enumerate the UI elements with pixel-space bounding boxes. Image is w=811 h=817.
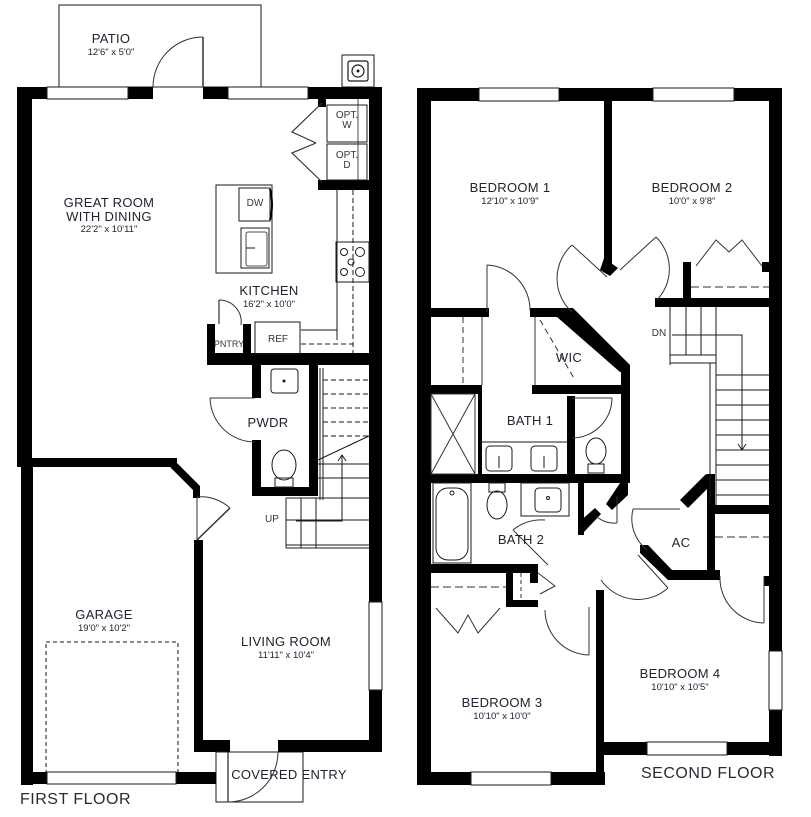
second-floor-plan (417, 87, 783, 786)
room-label-bedroom-1: BEDROOM 1 12'10" x 10'9" (470, 179, 551, 207)
stairs-down-label: DN (651, 328, 667, 339)
room-label-garage: GARAGE 19'0" x 10'2" (75, 606, 132, 634)
dishwasher-label: DW (246, 198, 264, 209)
dryer-label: OPT. D (335, 150, 359, 171)
room-name: GARAGE (75, 607, 133, 622)
room-dimensions: 10'10" x 10'0" (473, 710, 531, 722)
room-label-bedroom-3: BEDROOM 3 10'10" x 10'0" (462, 694, 543, 722)
pantry-label: PNTRY (213, 339, 245, 349)
stairs-up-label: UP (265, 514, 279, 525)
room-name: GREAT ROOM (63, 195, 155, 210)
room-label-covered-entry: COVERED ENTRY (231, 767, 347, 782)
patio-outline (58, 4, 262, 88)
second-floor-doors (431, 236, 769, 656)
room-dimensions: 10'0" x 9'8" (668, 195, 716, 207)
room-label-walk-in-closet: WIC (555, 350, 583, 365)
room-dimensions: 11'11" x 10'4" (258, 649, 314, 661)
room-name: BEDROOM 1 (469, 180, 551, 195)
room-label-kitchen: KITCHEN 16'2" x 10'0" (239, 282, 298, 310)
second-floor-windows (470, 87, 783, 786)
room-dimensions: 16'2" x 10'0" (242, 298, 296, 310)
room-name-line2: WITH DINING (66, 209, 152, 225)
room-name: KITCHEN (239, 283, 299, 298)
room-label-ac: AC (671, 535, 691, 550)
room-dimensions: 12'6" x 5'0" (87, 46, 135, 58)
room-label-bath-1: BATH 1 (506, 413, 554, 428)
room-name: BEDROOM 3 (461, 695, 543, 710)
room-label-bath-2: BATH 2 (497, 532, 545, 547)
first-floor-walls (17, 87, 382, 785)
first-floor-windows (46, 86, 383, 785)
room-name: BEDROOM 4 (639, 666, 721, 681)
room-dimensions: 19'0" x 10'2" (77, 622, 131, 634)
second-floor-title: SECOND FLOOR (641, 765, 776, 782)
room-label-bedroom-4: BEDROOM 4 10'10" x 10'5" (640, 665, 721, 693)
room-label-living-room: LIVING ROOM 11'11" x 10'4" (241, 633, 331, 661)
first-floor-title: FIRST FLOOR (20, 791, 131, 808)
first-floor-plan (17, 4, 383, 803)
first-floor-stairs (285, 368, 370, 549)
room-name: LIVING ROOM (241, 634, 331, 649)
room-label-great-room: GREAT ROOM WITH DINING 22'2" x 10'11" (63, 195, 155, 235)
room-label-powder-room: PWDR (247, 415, 289, 430)
washer-label: OPT. W (335, 110, 359, 131)
second-floor-stairs (669, 307, 769, 505)
room-dimensions: 22'2" x 10'11" (80, 223, 138, 235)
second-floor-walls (417, 88, 782, 785)
room-dimensions: 10'10" x 10'5" (651, 681, 709, 693)
room-label-bedroom-2: BEDROOM 2 10'0" x 9'8" (652, 179, 733, 207)
room-name: PATIO (91, 31, 131, 46)
room-name: BEDROOM 2 (651, 180, 733, 195)
refrigerator-label: REF (268, 334, 288, 345)
room-label-patio: PATIO 12'6" x 5'0" (88, 30, 135, 58)
room-dimensions: 12'10" x 10'9" (481, 195, 539, 207)
